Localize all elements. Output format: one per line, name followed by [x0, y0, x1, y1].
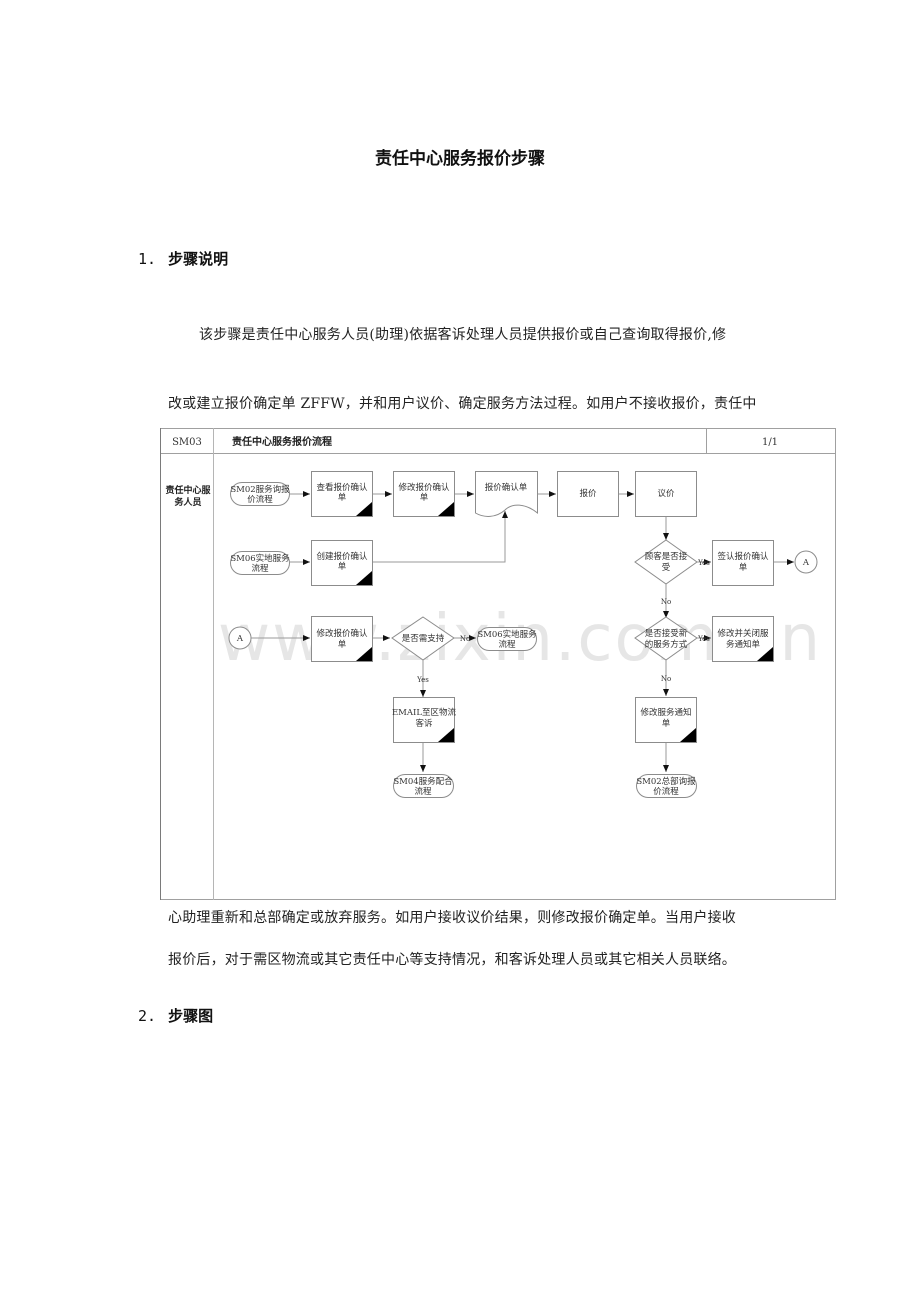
process-sign-quote[interactable] [712, 540, 774, 586]
node-label: 的服务方式 [645, 639, 688, 650]
node-label: 单 [338, 639, 347, 650]
section-heading-2: 2. 步骤图 [138, 1005, 213, 1026]
node-label: 创建报价确认 [316, 551, 368, 562]
node-label: SM06实地服务 [230, 553, 290, 564]
process-modify-notice[interactable] [635, 697, 697, 743]
node-label: 客诉 [415, 718, 433, 729]
node-label: 报价 [579, 488, 597, 499]
decision-accept-new-method[interactable] [634, 616, 698, 661]
section-title: 步骤图 [168, 1007, 214, 1025]
edge-label-no: No [661, 598, 671, 606]
lane-label: 务人员 [174, 496, 201, 508]
decision-customer-accept[interactable] [634, 539, 698, 585]
section-heading-1: 1. 步骤说明 [138, 248, 228, 269]
paragraph-line: 该步骤是责任中心服务人员(助理)依据客诉处理人员提供报价或自己查询取得报价,修 [199, 327, 727, 343]
node-label: A [802, 558, 810, 568]
node-label: 单 [338, 561, 347, 572]
node-label: 修改报价确认 [398, 482, 450, 493]
node-label: 修改并关闭服 [717, 628, 769, 639]
connector-a-in[interactable] [228, 626, 252, 650]
node-label: 受 [662, 562, 671, 573]
node-label: 签认报价确认 [717, 551, 769, 562]
terminator-sm02-hq[interactable] [636, 774, 697, 798]
section-number: 1. [138, 250, 157, 268]
section-number: 2. [138, 1007, 157, 1025]
terminator-sm04[interactable] [393, 774, 454, 798]
node-label: 流程 [414, 786, 432, 797]
connector-a-out[interactable] [794, 550, 818, 574]
edge-label-yes: Yes [697, 559, 710, 567]
node-label: 务通知单 [726, 639, 761, 650]
paragraph-line: 改或建立报价确定单 ZFFW，并和用户议价、确定服务方法过程。如用户不接收报价，… [168, 396, 757, 412]
node-label: 修改报价确认 [316, 628, 368, 639]
node-label: 单 [739, 562, 748, 573]
node-label: 单 [662, 718, 671, 729]
node-label: 价流程 [247, 494, 273, 505]
node-label: 是否接受新 [645, 628, 688, 639]
process-modify-quote-2[interactable] [311, 616, 373, 662]
process-create-quote[interactable] [311, 540, 373, 586]
process-code: SM03 [172, 437, 202, 448]
section-title: 步骤说明 [168, 250, 229, 268]
edge-label-yes: Yes [416, 676, 429, 684]
node-label: SM02总部询报 [636, 776, 696, 787]
process-negotiate[interactable] [635, 471, 697, 517]
document-quote-confirm[interactable] [475, 471, 538, 517]
node-label: 报价确认单 [485, 482, 528, 493]
node-label: 价流程 [653, 786, 679, 797]
page-indicator: 1/1 [762, 437, 778, 448]
corner-marker-icon [356, 502, 773, 742]
node-label: 议价 [657, 489, 675, 499]
node-label: SM04服务配合 [393, 776, 453, 787]
node-label: 修改服务通知 [640, 707, 691, 718]
node-label: 流程 [251, 563, 269, 574]
document-title: 责任中心服务报价步骤 [375, 149, 545, 169]
edge-label-no: No [661, 675, 671, 683]
paragraph-line: 心助理重新和总部确定或放弃服务。如用户接收议价结果，则修改报价确定单。当用户接收 [168, 910, 736, 926]
node-label: 查看报价确认 [316, 482, 368, 493]
process-modify-quote[interactable] [393, 471, 455, 517]
node-label: 单 [338, 492, 347, 503]
node-label: A [236, 634, 244, 644]
node-label: 顾客是否接 [645, 551, 688, 562]
terminator-sm06-onsite[interactable] [230, 551, 290, 575]
lane-label: 责任中心服 [165, 484, 211, 496]
node-label: SM06实地服务 [477, 629, 537, 640]
paragraph-line: 报价后，对于需区物流或其它责任中心等支持情况，和客诉处理人员或其它相关人员联络。 [168, 952, 736, 968]
node-label: EMAIL至区物流 [392, 707, 457, 718]
decision-need-support[interactable] [391, 616, 455, 661]
process-view-quote[interactable] [311, 471, 373, 517]
process-quote[interactable] [557, 471, 619, 517]
node-label: 单 [420, 492, 429, 503]
edge-label-no: No [460, 635, 470, 643]
process-email[interactable] [393, 697, 455, 743]
diagram-frame [160, 428, 836, 900]
node-label: SM02服务询报 [230, 484, 290, 495]
terminator-sm02-query[interactable] [230, 482, 290, 506]
node-label: 是否需支持 [402, 633, 445, 644]
process-title: 责任中心服务报价流程 [232, 435, 332, 448]
terminator-sm06-onsite-2[interactable] [477, 627, 537, 651]
process-close-notice[interactable] [712, 616, 774, 662]
node-label: 流程 [498, 639, 516, 650]
edge-label-yes: Yes [697, 635, 710, 643]
